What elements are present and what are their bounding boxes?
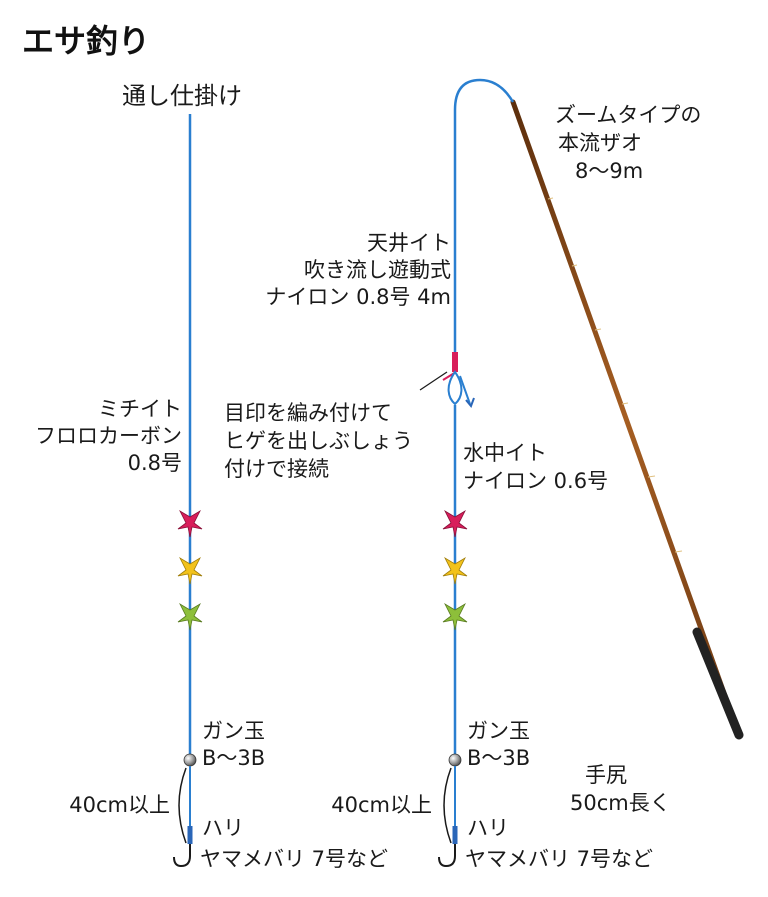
left-hook-icon xyxy=(173,844,191,868)
connection-tag-end xyxy=(465,397,475,408)
rod-grip xyxy=(692,627,744,740)
upper-line-label-1: 天井イト xyxy=(367,231,451,255)
page-title: エサ釣り xyxy=(22,22,150,60)
right-sinker-ball xyxy=(448,753,462,767)
marker-note-3: 付けで接続 xyxy=(224,457,329,481)
left-hook-label: ハリ xyxy=(202,816,244,840)
left-sinker-label-1: ガン玉 xyxy=(202,719,265,743)
right-hook-knot xyxy=(452,826,458,844)
marker-note-2: ヒゲを出しぶしょう xyxy=(224,429,413,453)
rod-label-3: 8〜9m xyxy=(575,159,643,183)
right-sinker-label-1: ガン玉 xyxy=(467,719,530,743)
left-hook-size: ヤマメバリ 7号など xyxy=(200,847,388,871)
right-distance-bracket xyxy=(443,767,452,844)
left-distance-label: 40cm以上 xyxy=(69,793,170,817)
upper-line-label-3: ナイロン 0.8号 4m xyxy=(265,285,451,309)
lower-line-label-1: 水中イト xyxy=(463,441,547,465)
rod-label-2: 本流ザオ xyxy=(558,131,642,155)
left-line-label-2: フロロカーボン xyxy=(35,424,182,448)
connection-tag xyxy=(459,375,471,405)
handle-label-1: 手尻 xyxy=(585,763,627,787)
right-hook-label: ハリ xyxy=(467,816,509,840)
rod-joints xyxy=(547,197,683,553)
rod-label-1: ズームタイプの xyxy=(555,103,701,127)
marker-note-1: 目印を編み付けて xyxy=(224,401,392,425)
handle-label-2: 50cm長く xyxy=(570,791,671,815)
right-hook-icon xyxy=(438,844,456,868)
left-sinker-label-2: B〜3B xyxy=(202,746,265,770)
left-distance-bracket xyxy=(178,767,187,844)
right-upper-line xyxy=(453,78,515,353)
left-sinker-ball xyxy=(183,753,197,767)
connection-loop xyxy=(447,370,463,406)
marker-pointer xyxy=(419,371,448,391)
right-hook-size: ヤマメバリ 7号など xyxy=(465,847,653,871)
left-hook-knot xyxy=(187,826,193,844)
left-line-label-1: ミチイト xyxy=(98,397,182,421)
upper-line-label-2: 吹き流し遊動式 xyxy=(304,258,451,282)
right-distance-label: 40cm以上 xyxy=(331,793,432,817)
left-line-label-3: 0.8号 xyxy=(128,451,182,475)
right-sinker-label-2: B〜3B xyxy=(467,746,530,770)
lower-line-label-2: ナイロン 0.6号 xyxy=(463,469,608,493)
left-rig-heading: 通し仕掛け xyxy=(122,82,242,110)
marker-knot xyxy=(452,352,458,372)
rod xyxy=(510,99,742,738)
